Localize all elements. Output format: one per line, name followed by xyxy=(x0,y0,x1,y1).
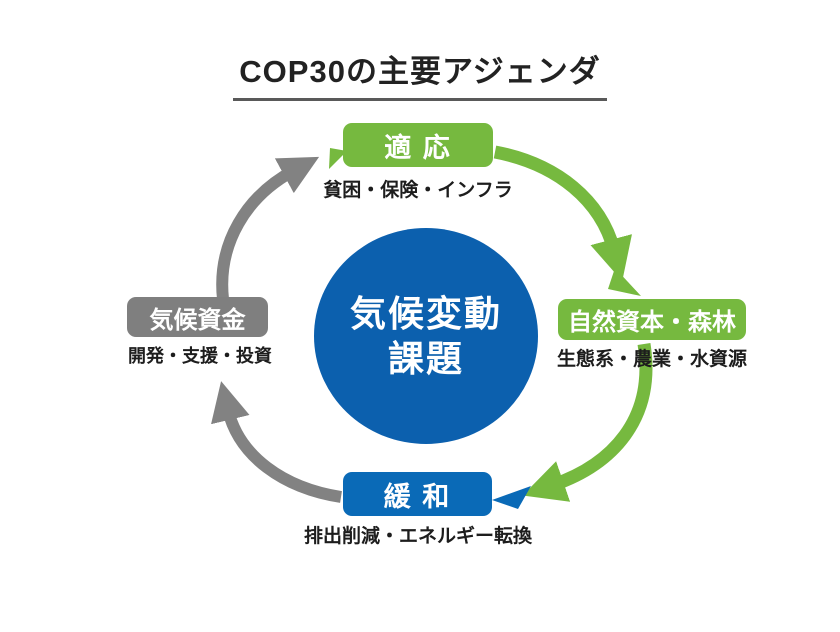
arrow-tip-green-top-icon xyxy=(329,148,347,169)
arrow-tip-blue-bottom-icon xyxy=(492,486,531,509)
node-finance-label: 気候資金 xyxy=(149,306,246,334)
node-mitigation: 緩 和 xyxy=(343,472,492,516)
center-topic-circle: 気候変動 課題 xyxy=(314,228,538,444)
node-natural-capital-description: 生態系・農業・水資源 xyxy=(556,349,747,370)
arrow-tip-green-right-icon xyxy=(608,268,641,296)
node-adaptation-label: 適 応 xyxy=(384,132,452,163)
arrow-finance-to-adaptation-icon xyxy=(216,156,320,300)
center-topic-line1: 気候変動 xyxy=(349,293,502,334)
arrow-natural-capital-to-mitigation-icon xyxy=(522,342,653,502)
arrow-mitigation-to-finance-icon xyxy=(211,381,342,503)
node-finance: 気候資金 xyxy=(127,297,268,337)
node-adaptation-description: 貧困・保険・インフラ xyxy=(323,180,513,201)
title-container: COP30の主要アジェンダ xyxy=(0,46,840,101)
node-adaptation: 適 応 xyxy=(343,123,493,167)
node-natural-capital-label: 自然資本・森林 xyxy=(568,309,736,336)
center-topic-line2: 課題 xyxy=(387,338,464,379)
node-finance-description: 開発・支援・投資 xyxy=(128,346,272,366)
page-title: COP30の主要アジェンダ xyxy=(233,46,607,101)
node-mitigation-description: 排出削減・エネルギー転換 xyxy=(303,526,532,547)
arrow-adaptation-to-natural-capital-icon xyxy=(493,145,632,282)
node-mitigation-label: 緩 和 xyxy=(383,481,452,512)
node-natural-capital: 自然資本・森林 xyxy=(558,299,746,340)
